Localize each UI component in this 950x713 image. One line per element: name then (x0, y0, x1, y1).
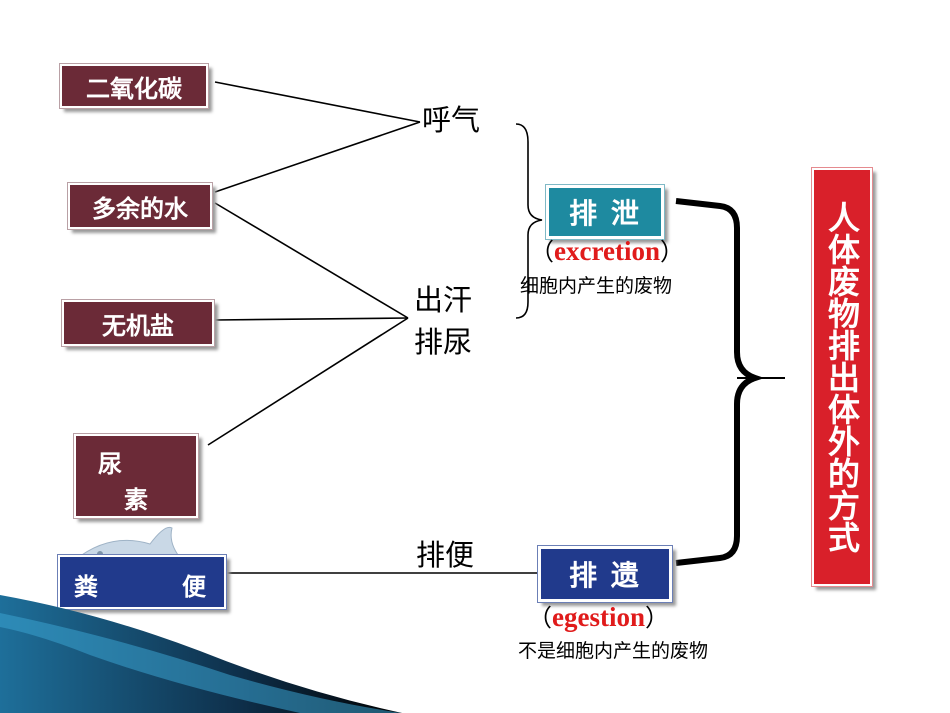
route-breath: 呼气 (422, 100, 480, 140)
egestion-label: 排 遗 (569, 554, 641, 594)
egestion-box: 排 遗 (538, 546, 672, 602)
result-text: 人体废物排出体外的方式 (822, 201, 862, 553)
egestion-english: egestion (552, 602, 645, 632)
excretion-english: excretion (554, 236, 660, 266)
salt-label: 无机盐 (102, 306, 174, 341)
urea-label-line2: 素 (124, 480, 148, 515)
urea-box: 尿 素 (74, 434, 198, 518)
line-water-breath (215, 122, 420, 192)
route-urine: 排尿 (414, 322, 472, 362)
salt-box: 无机盐 (62, 300, 214, 346)
route-defecate: 排便 (416, 535, 474, 575)
result-box: 人体废物排出体外的方式 (812, 168, 872, 586)
egestion-english-row: （egestion） (528, 598, 669, 633)
co2-box: 二氧化碳 (60, 64, 208, 108)
main-bracket (676, 201, 755, 563)
co2-label: 二氧化碳 (86, 69, 182, 104)
water-label: 多余的水 (92, 189, 188, 224)
egestion-open-paren: （ (528, 604, 552, 632)
excretion-box: 排 泄 (546, 185, 664, 239)
excretion-close-paren: ） (660, 238, 684, 266)
line-salt-sweat (215, 318, 408, 320)
water-box: 多余的水 (68, 183, 212, 229)
egestion-close-paren: ） (645, 604, 669, 632)
excretion-label: 排 泄 (569, 192, 641, 232)
route-sweat: 出汗 (414, 280, 472, 320)
line-water-sweat (215, 203, 408, 318)
excretion-note: 细胞内产生的废物 (520, 271, 672, 298)
urea-label-line1: 尿 (98, 444, 122, 479)
excretion-open-paren: （ (530, 238, 554, 266)
egestion-note: 不是细胞内产生的废物 (518, 636, 708, 663)
corner-swoosh (0, 583, 420, 713)
line-urea-sweat (208, 318, 408, 445)
line-co2-breath (215, 82, 420, 122)
excretion-english-row: （excretion） (530, 232, 684, 267)
